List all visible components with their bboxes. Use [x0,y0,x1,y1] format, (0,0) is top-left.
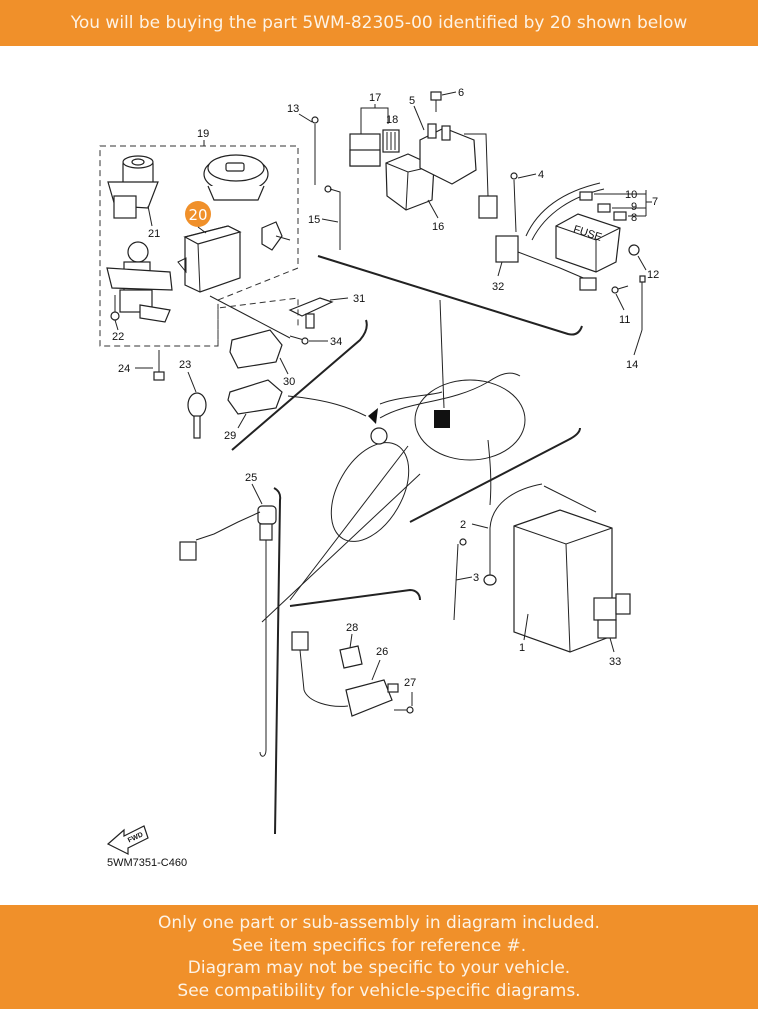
assembly-19-box: 19 [99,128,299,347]
callout-31: 31 [353,293,365,305]
callout-5: 5 [409,95,415,107]
callout-21: 21 [148,228,160,240]
callout-24: 24 [118,363,130,375]
screw-part-34: 34 [289,335,342,348]
footer-banner: Only one part or sub-assembly in diagram… [0,905,758,1009]
relay-part-33: 33 [593,593,631,668]
highlight-badge-20[interactable]: 20 [185,201,211,234]
main-switch-part-21: 21 [107,155,160,240]
lead-part-15: 15 [308,185,341,250]
callout-6: 6 [458,87,464,99]
connector-part-32: 32 [492,235,597,293]
callout-27: 27 [404,677,416,689]
callout-34: 34 [330,336,342,348]
footer-line: Only one part or sub-assembly in diagram… [158,913,600,933]
callout-19: 19 [197,128,209,140]
relay-socket-part-18: 18 [382,114,400,153]
callout-22: 22 [112,331,124,343]
header-text: You will be buying the part 5WM-82305-00… [70,13,688,33]
callout-33: 33 [609,656,621,668]
right-group-bracket [409,427,581,523]
fwd-arrow-icon: FWD [106,825,149,855]
callout-30: 30 [283,376,295,388]
callout-17: 17 [369,92,381,104]
callout-4: 4 [538,169,544,181]
fuse-box-part-7: FUSE 10 9 8 7 [525,182,658,273]
sensor-part-25: 25 [179,472,277,757]
callout-10: 10 [625,189,637,201]
header-banner: You will be buying the part 5WM-82305-00… [0,0,758,46]
cable-tie-part-13: 13 [287,103,319,185]
battery-band-part-3: 3 [453,538,479,621]
bolt-part-24: 24 [118,350,165,381]
ignition-barrel [106,241,173,323]
sensor-part-26: 26 [291,631,399,717]
callout-11: 11 [619,314,630,326]
callout-28: 28 [346,622,358,634]
cable-tie-part-14: 14 [626,275,646,371]
callout-13: 13 [287,103,299,115]
left-group-bracket [231,319,368,451]
callout-7: 7 [652,196,658,208]
callout-12: 12 [647,269,659,281]
seal-part-31: 31 [288,293,365,329]
callout-29: 29 [224,430,236,442]
clip-part-12: 12 [628,244,659,281]
footer-line: See item specifics for reference #. [231,935,527,956]
cable-tie-part-4: 4 [510,169,544,233]
diagram-code: 5WM7351-C460 [107,857,187,869]
footer-line: Diagram may not be specific to your vehi… [187,958,571,978]
lower-bracket [289,588,421,607]
callout-25: 25 [245,472,257,484]
relay-part-17: 17 [349,92,389,167]
screw-part-22: 22 [110,295,124,343]
highlight-circle [185,201,211,227]
lower-left-bracket [273,487,282,835]
cover-part-30: 30 [229,329,295,388]
callout-1: 1 [519,642,525,654]
callout-16: 16 [432,221,444,233]
upper-group-bracket [317,255,583,336]
key-part-23: 23 [179,359,207,439]
starter-relay-part-5: 5 [409,95,498,219]
screw-part-27: 27 [394,677,416,714]
callout-14: 14 [626,359,638,371]
battery-part-1: 1 [513,509,613,654]
battery-lead-part-2: 2 [460,483,597,586]
callout-23: 23 [179,359,191,371]
lock-bracket [261,221,291,251]
callout-32: 32 [492,281,504,293]
bolt-part-6: 6 [430,87,464,112]
callout-9: 9 [631,201,637,213]
highlight-label: 20 [188,206,207,224]
callout-2: 2 [460,519,466,531]
clamp-part-28: 28 [339,622,363,669]
callout-26: 26 [376,646,388,658]
immobilizer-unit-part-20[interactable] [177,225,291,339]
callout-8: 8 [631,212,637,224]
parts-diagram: 19 21 22 20 [99,87,659,869]
footer-line: See compatibility for vehicle-specific d… [177,980,581,1001]
fuel-cap [203,154,269,201]
motorcycle-outline [261,299,526,623]
callout-15: 15 [308,214,320,226]
callout-3: 3 [473,572,479,584]
callout-18: 18 [386,114,398,126]
cover-part-29: 29 [224,379,283,442]
screw-part-11: 11 [611,285,630,326]
